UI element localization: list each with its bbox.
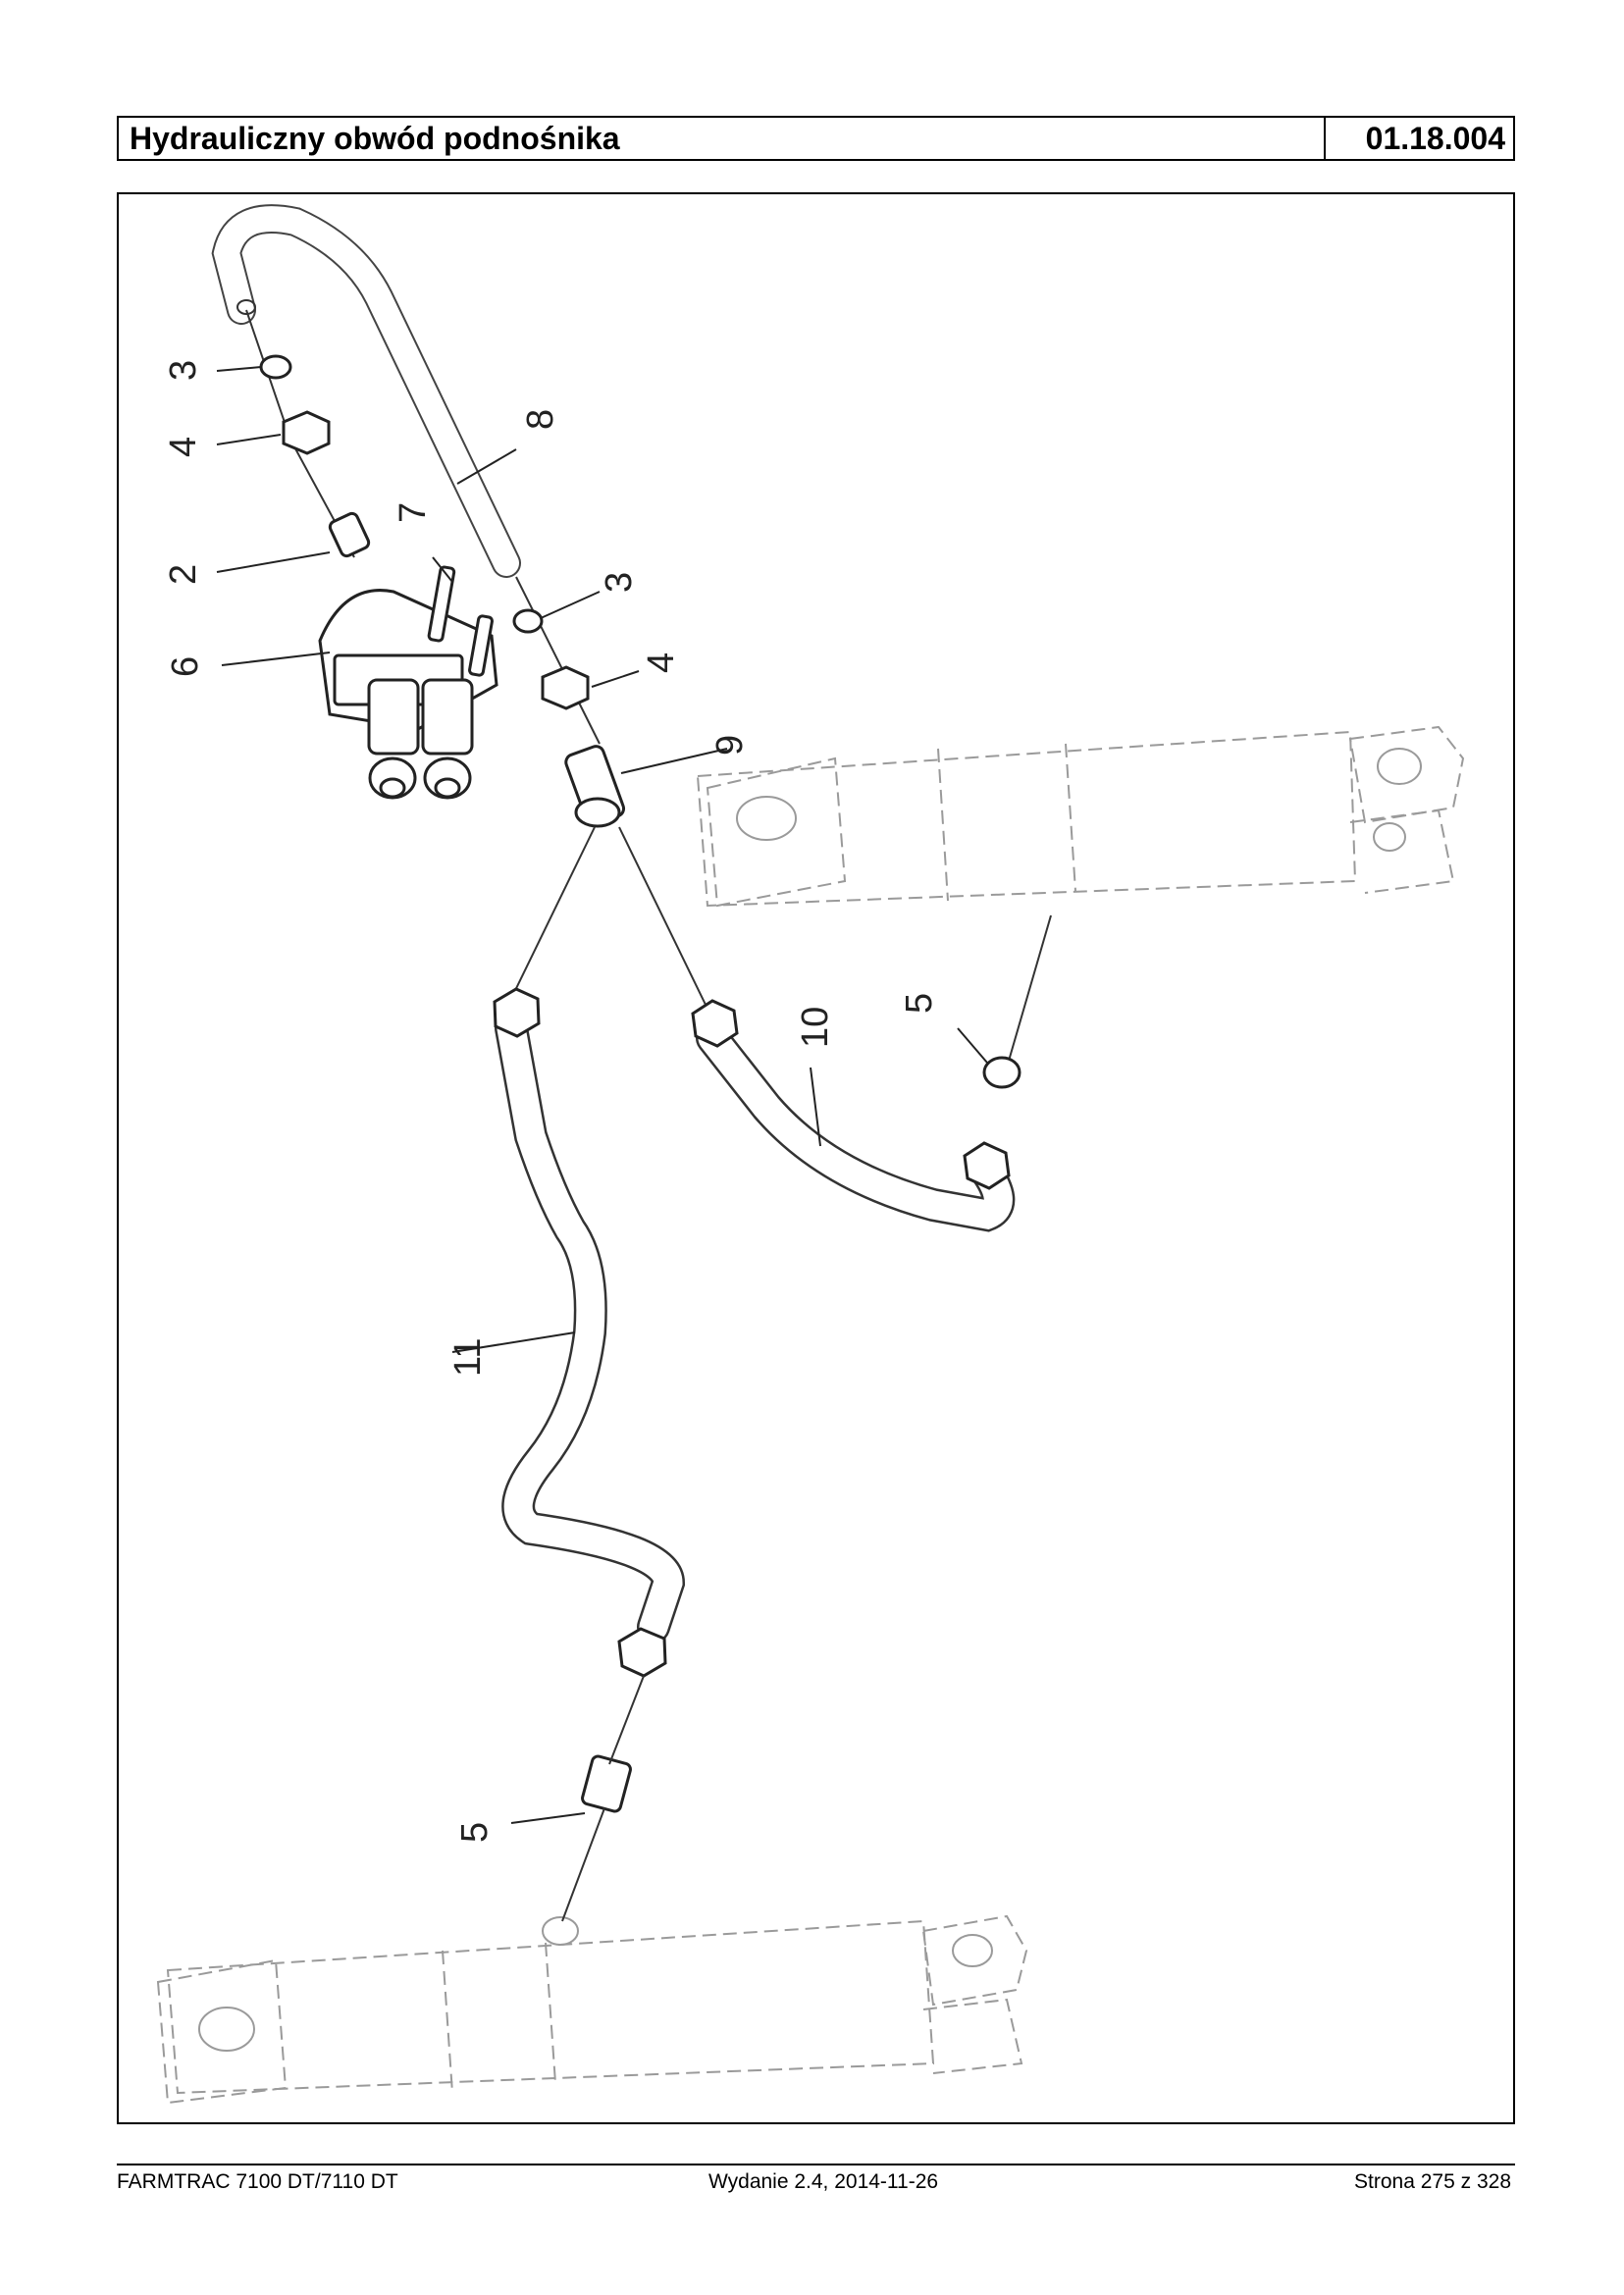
label-part-10: 10: [795, 1007, 836, 1048]
label-part-7: 7: [393, 502, 434, 523]
upper-cylinder-end: [706, 756, 847, 908]
label-part-4-upper: 4: [163, 437, 204, 457]
label-part-5-upper: 5: [899, 993, 940, 1014]
valve-block-6: [318, 589, 498, 800]
lower-cylinder-end: [156, 1958, 288, 2105]
label-part-3-lower: 3: [599, 572, 640, 593]
hydraulic-diagram: 3 4 2 6 7 8 3 4 9 10 5 11 5: [156, 204, 1465, 2105]
label-part-3-upper: 3: [163, 360, 204, 381]
page-header: Hydrauliczny obwód podnośnika 01.18.004: [117, 116, 1515, 161]
label-part-2: 2: [163, 564, 204, 585]
lower-cylinder-body: [166, 1919, 935, 2095]
footer-page-number: Strona 275 z 328: [1354, 2170, 1511, 2193]
label-part-9: 9: [709, 735, 751, 756]
label-part-5-lower: 5: [454, 1822, 496, 1843]
page-title: Hydrauliczny obwód podnośnika: [130, 121, 620, 156]
diagram-frame: 3 4 2 6 7 8 3 4 9 10 5 11 5: [117, 192, 1515, 2124]
section-code: 01.18.004: [1324, 118, 1513, 159]
lower-cylinder-clevis: [921, 1914, 1028, 2007]
footer-edition: Wydanie 2.4, 2014-11-26: [708, 2170, 939, 2193]
upper-cylinder-clevis: [1348, 725, 1465, 824]
upper-cylinder-body: [696, 730, 1357, 908]
footer-divider: [117, 2164, 1515, 2165]
label-part-11: 11: [447, 1338, 489, 1377]
label-part-4-lower: 4: [641, 652, 682, 673]
footer-model: FARMTRAC 7100 DT/7110 DT: [117, 2170, 398, 2193]
label-part-6: 6: [165, 656, 206, 677]
label-part-8: 8: [520, 409, 561, 430]
